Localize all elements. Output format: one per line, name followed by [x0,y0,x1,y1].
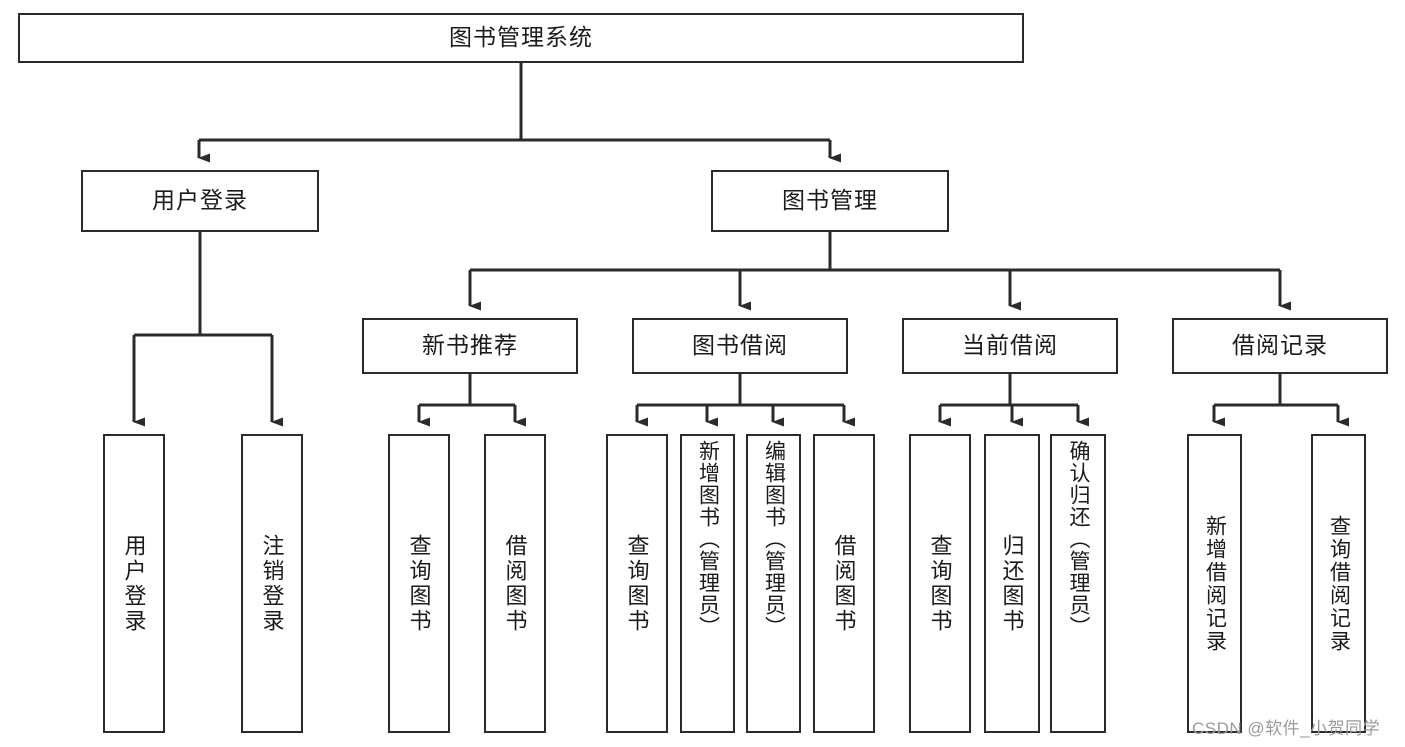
node-root[interactable]: 图书管理系统 [18,13,1024,63]
node-book-management-label: 图书管理 [782,187,878,214]
leaf-confirm-return-admin[interactable]: 确认归还（管理员） [1050,434,1106,733]
leaf-add-book-admin[interactable]: 新增图书（管理员） [680,434,735,733]
node-current-borrow[interactable]: 当前借阅 [902,318,1118,374]
leaf-logout-label: 注销登录 [259,533,285,634]
leaf-borrow-query-book[interactable]: 查询图书 [606,434,668,733]
leaf-user-login-label: 用户登录 [121,533,147,634]
node-user-login[interactable]: 用户登录 [81,170,319,232]
leaf-return-book-label: 归还图书 [999,533,1025,634]
node-borrow-records-label: 借阅记录 [1232,332,1328,359]
node-new-book-recommend-label: 新书推荐 [422,332,518,359]
leaf-add-borrow-record-label: 新增借阅记录 [1203,514,1227,653]
node-book-borrow-label: 图书借阅 [692,332,788,359]
leaf-newbook-borrow-book[interactable]: 借阅图书 [484,434,546,733]
leaf-current-query-book[interactable]: 查询图书 [909,434,971,733]
leaf-edit-book-admin-label: 编辑图书（管理员） [762,440,786,638]
leaf-return-book[interactable]: 归还图书 [984,434,1040,733]
node-new-book-recommend[interactable]: 新书推荐 [362,318,578,374]
leaf-borrow-query-book-label: 查询图书 [624,533,650,634]
leaf-current-query-book-label: 查询图书 [927,533,953,634]
node-book-management[interactable]: 图书管理 [711,170,949,232]
node-borrow-records[interactable]: 借阅记录 [1172,318,1388,374]
node-user-login-label: 用户登录 [152,187,248,214]
leaf-add-borrow-record[interactable]: 新增借阅记录 [1187,434,1242,733]
leaf-newbook-borrow-book-label: 借阅图书 [502,533,528,634]
leaf-edit-book-admin[interactable]: 编辑图书（管理员） [746,434,801,733]
leaf-query-borrow-record-label: 查询借阅记录 [1327,514,1351,653]
leaf-add-book-admin-label: 新增图书（管理员） [696,440,720,638]
leaf-borrow-lend-book-label: 借阅图书 [831,533,857,634]
leaf-user-login[interactable]: 用户登录 [103,434,165,733]
node-root-label: 图书管理系统 [449,24,593,51]
node-current-borrow-label: 当前借阅 [962,332,1058,359]
leaf-query-borrow-record[interactable]: 查询借阅记录 [1311,434,1366,733]
leaf-logout[interactable]: 注销登录 [241,434,303,733]
csdn-watermark: CSDN @软件_小贺同学 [1192,719,1381,738]
leaf-borrow-lend-book[interactable]: 借阅图书 [813,434,875,733]
leaf-newbook-query-book[interactable]: 查询图书 [388,434,450,733]
leaf-newbook-query-book-label: 查询图书 [406,533,432,634]
node-book-borrow[interactable]: 图书借阅 [632,318,848,374]
leaf-confirm-return-admin-label: 确认归还（管理员） [1067,440,1091,638]
